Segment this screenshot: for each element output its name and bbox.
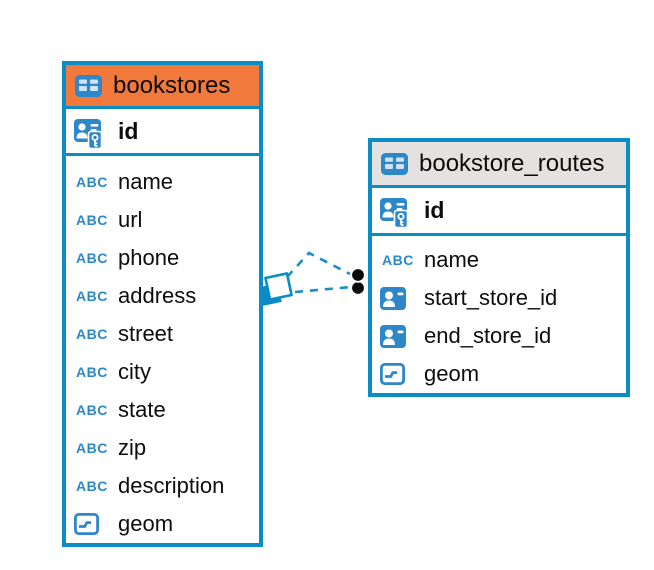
field-row-geom[interactable]: geom [372,355,626,393]
field-row-zip[interactable]: ABC zip [66,429,259,467]
field-label: geom [424,361,480,386]
abc-type-icon: ABC [382,252,414,268]
field-label: id [424,197,445,223]
diamond-front [264,272,293,301]
field-label: name [118,169,174,194]
field-label: zip [118,435,147,460]
field-label: state [118,397,166,422]
field-label: address [118,283,197,308]
field-row-address[interactable]: ABC address [66,277,259,315]
table-bookstore-routes[interactable]: bookstore_routes id ABC name start_store… [368,138,630,397]
field-row-phone[interactable]: ABC phone [66,239,259,277]
field-list: ABC name start_store_id end_store_id geo… [372,236,626,393]
field-label: url [118,207,143,232]
abc-type-icon: ABC [76,326,108,342]
abc-type-icon: ABC [76,250,108,266]
field-label: name [424,247,480,272]
abc-type-icon: ABC [76,364,108,380]
field-row-url[interactable]: ABC url [66,201,259,239]
field-label: geom [118,511,174,536]
one-end-dot-markers[interactable] [350,267,366,296]
table-title: bookstore_routes [419,149,605,177]
abc-type-icon: ABC [76,174,108,190]
field-label: description [118,473,225,498]
field-label: phone [118,245,180,270]
endpoint-dot-lower [350,280,366,296]
field-row-city[interactable]: ABC city [66,353,259,391]
endpoint-dot-upper [350,267,366,283]
table-bookstores[interactable]: bookstores id ABC name ABC url ABC phone… [62,61,263,547]
abc-type-icon: ABC [76,440,108,456]
table-title: bookstores [113,71,231,99]
field-row-geom[interactable]: geom [66,505,259,543]
field-row-id[interactable]: id [372,188,626,236]
field-row-street[interactable]: ABC street [66,315,259,353]
field-label: id [118,117,139,144]
field-row-name[interactable]: ABC name [372,241,626,279]
field-list: ABC name ABC url ABC phone ABC address A… [66,156,259,543]
field-row-id[interactable]: id [66,109,259,156]
many-end-diamond-marker[interactable] [259,272,293,306]
field-row-name[interactable]: ABC name [66,163,259,201]
relationship-lines[interactable] [286,251,352,294]
abc-type-icon: ABC [76,212,108,228]
relationship-line-end-store[interactable] [294,285,352,294]
field-row-description[interactable]: ABC description [66,467,259,505]
abc-type-icon: ABC [76,478,108,494]
field-label: start_store_id [424,285,558,310]
table-bookstores-header[interactable]: bookstores [66,65,259,109]
field-label: street [118,321,174,346]
abc-type-icon: ABC [76,288,108,304]
field-label: end_store_id [424,323,552,348]
field-row-end-store-id[interactable]: end_store_id [372,317,626,355]
table-bookstore-routes-header[interactable]: bookstore_routes [372,142,626,188]
relationship-line-start-store[interactable] [286,251,351,278]
field-label: city [118,359,151,384]
abc-type-icon: ABC [76,402,108,418]
field-row-state[interactable]: ABC state [66,391,259,429]
field-row-start-store-id[interactable]: start_store_id [372,279,626,317]
